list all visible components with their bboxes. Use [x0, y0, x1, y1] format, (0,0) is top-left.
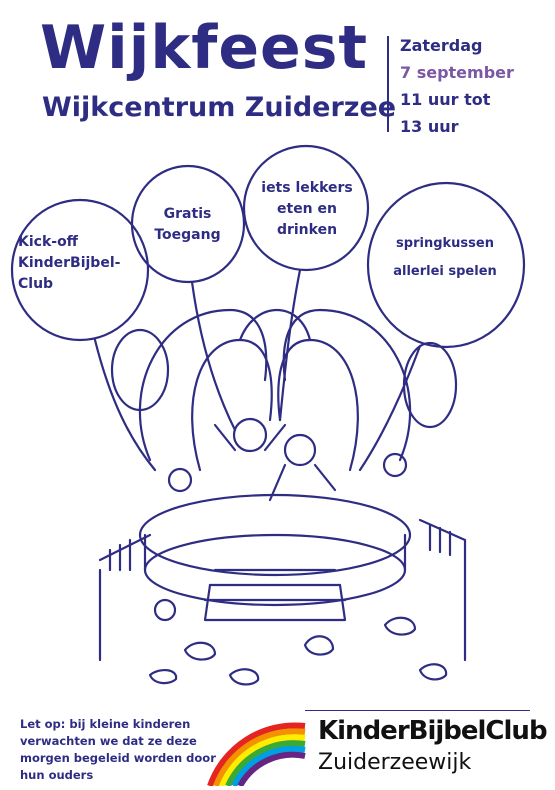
event-day: Zaterdag — [400, 36, 483, 55]
event-time-start: 11 uur tot — [400, 90, 491, 109]
page-subtitle: Wijkcentrum Zuiderzee — [42, 92, 397, 123]
rainbow-logo-icon — [207, 722, 306, 786]
footer-rule — [305, 710, 530, 711]
parent-note: Let op: bij kleine kinderen verwachten w… — [20, 717, 216, 782]
balloon-label-eten: iets lekkers eten en drinken — [261, 180, 353, 238]
event-time-end: 13 uur — [400, 117, 459, 136]
balloon-label-kickoff: Kick-off KinderBijbel- Club — [18, 234, 121, 292]
logo-name: KinderBijbelClub — [318, 716, 548, 746]
header-divider — [387, 36, 389, 132]
balloon-2 — [130, 164, 246, 284]
event-date-block: Zaterdag 7 september 11 uur tot 13 uur — [400, 32, 514, 140]
event-date: 7 september — [400, 63, 514, 82]
bouncy-castle-illustration — [10, 144, 526, 686]
logo-subname: Zuiderzeewijk — [318, 750, 472, 775]
balloon-4 — [366, 181, 526, 349]
balloon-label-gratis: Gratis Toegang — [154, 206, 221, 243]
balloon-label-springkussen: springkussen allerlei spelen — [393, 236, 497, 279]
balloon-1 — [10, 198, 150, 342]
page-title: Wijkfeest — [40, 13, 369, 83]
balloon-3 — [242, 144, 370, 272]
